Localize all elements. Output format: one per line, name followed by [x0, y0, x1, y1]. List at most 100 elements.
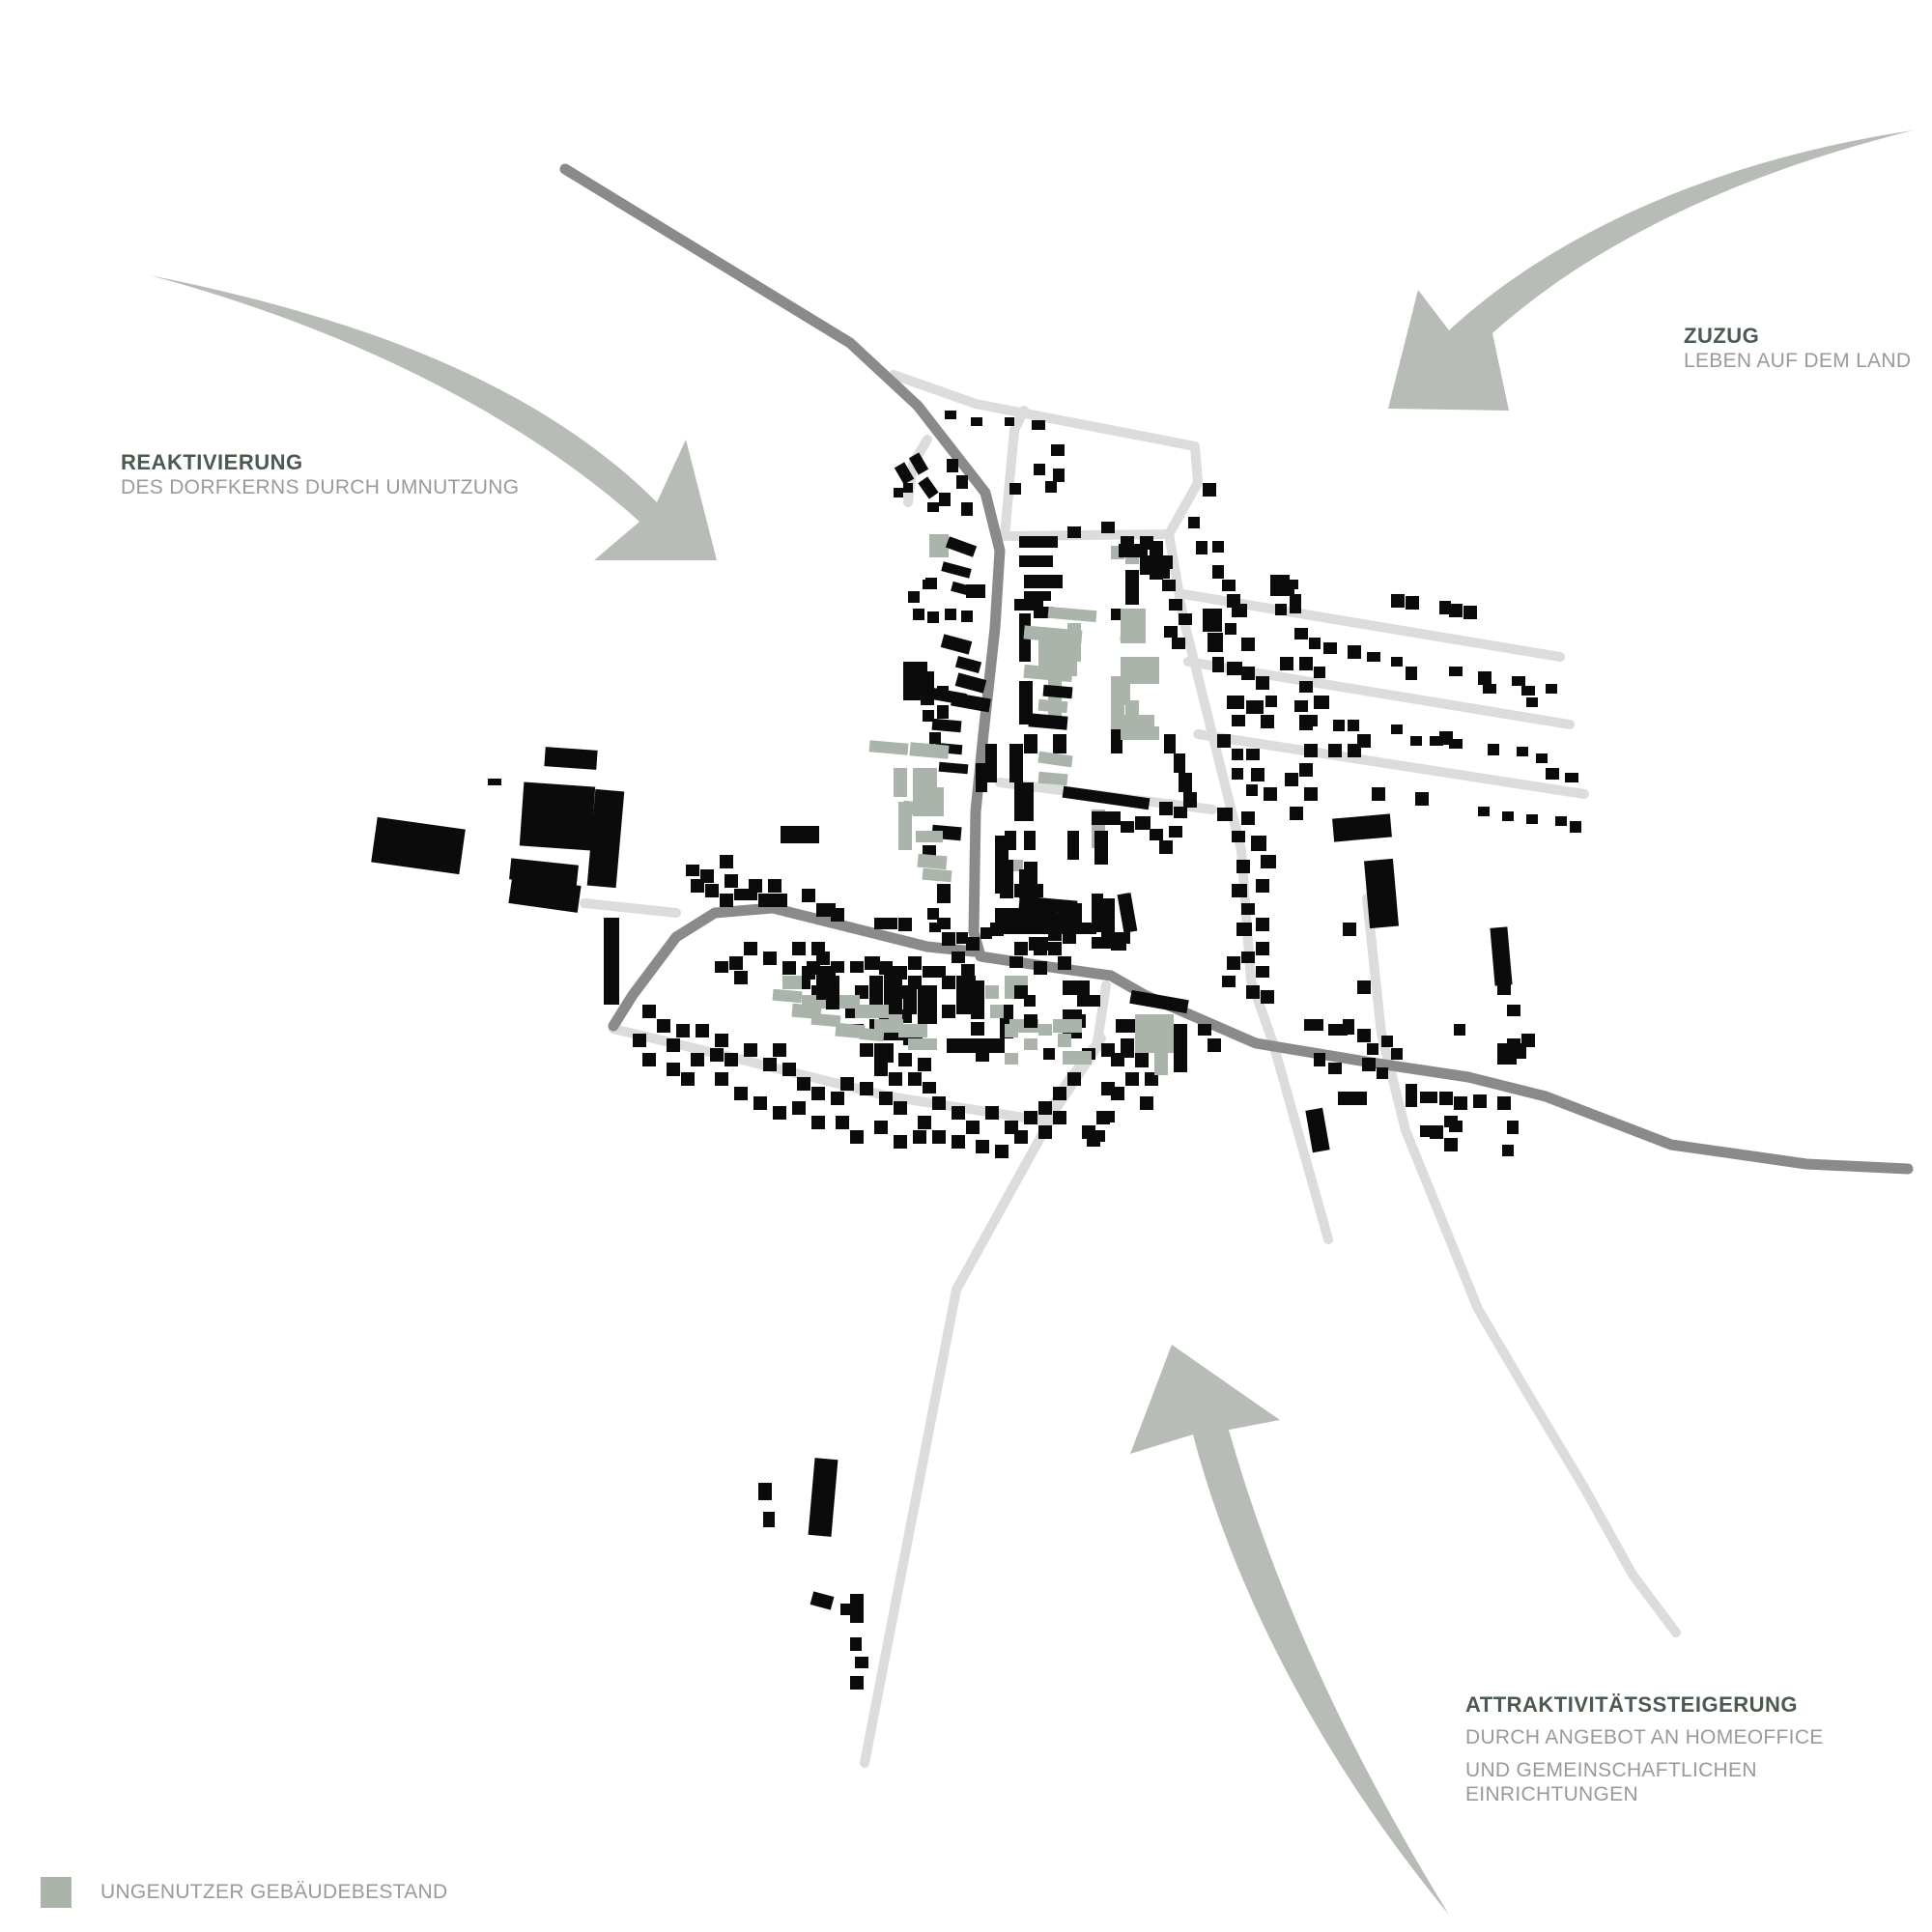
unused-building	[898, 1024, 927, 1037]
building	[1183, 792, 1197, 808]
building	[1067, 831, 1079, 860]
building	[1188, 517, 1200, 528]
building	[952, 952, 965, 963]
unused-building	[855, 1005, 889, 1018]
building	[1063, 932, 1076, 944]
building	[1096, 1111, 1110, 1124]
building	[508, 876, 582, 913]
unused-building	[1058, 1034, 1071, 1047]
building	[1488, 744, 1499, 755]
building	[1502, 1145, 1514, 1156]
building	[1332, 813, 1392, 842]
building	[724, 874, 738, 888]
building	[1236, 923, 1252, 936]
building	[1140, 1096, 1153, 1110]
unused-building	[835, 1022, 866, 1039]
building	[1116, 1019, 1135, 1033]
building	[1280, 657, 1293, 670]
label-zuzug-title: ZUZUG	[1684, 324, 1760, 348]
building	[782, 961, 796, 975]
building	[1053, 1087, 1066, 1100]
unused-building	[1005, 1053, 1018, 1065]
building	[1391, 657, 1403, 667]
building	[1357, 1029, 1371, 1042]
building	[604, 918, 619, 1005]
building	[1246, 784, 1258, 796]
building	[1439, 1092, 1453, 1105]
unused-building	[1063, 1051, 1092, 1065]
building	[898, 1053, 912, 1066]
building	[1038, 1101, 1052, 1115]
building	[715, 961, 728, 973]
building	[1174, 753, 1185, 773]
building	[1473, 1094, 1487, 1108]
building	[874, 918, 897, 929]
building	[1570, 821, 1581, 833]
building	[1101, 898, 1115, 937]
building	[923, 1082, 936, 1094]
building	[758, 894, 787, 907]
building	[850, 1637, 862, 1651]
building	[939, 493, 951, 506]
building	[1299, 681, 1313, 693]
building	[927, 502, 939, 512]
building	[1497, 976, 1511, 995]
minor-road	[1193, 729, 1589, 799]
building	[1246, 985, 1260, 999]
building	[995, 1145, 1009, 1158]
building	[792, 1101, 806, 1115]
building	[860, 1082, 873, 1095]
unused-building	[1154, 1041, 1168, 1075]
unused-building	[922, 867, 952, 883]
building	[1225, 623, 1236, 635]
building	[1236, 860, 1250, 873]
unused-building	[908, 1038, 937, 1050]
building	[952, 1135, 965, 1149]
building	[758, 1483, 772, 1500]
building	[1125, 591, 1139, 605]
building	[1314, 696, 1329, 709]
building	[903, 985, 917, 1014]
unused-building	[1111, 681, 1124, 729]
arrow-reaktivierung	[150, 275, 717, 560]
building	[1005, 417, 1014, 426]
building	[1034, 961, 1047, 975]
unused-building	[810, 1012, 841, 1028]
building	[1256, 879, 1269, 893]
minor-road	[1362, 894, 1681, 1637]
building	[1032, 420, 1045, 430]
building	[1024, 995, 1036, 1007]
building	[1309, 638, 1321, 649]
building	[1024, 575, 1063, 588]
building	[1024, 1111, 1037, 1124]
building	[1338, 1092, 1367, 1105]
label-reaktivierung-title: REAKTIVIERUNG	[121, 450, 303, 474]
building	[1014, 782, 1034, 821]
minor-road	[1005, 529, 1174, 541]
unused-building	[1037, 751, 1073, 768]
building	[908, 591, 920, 603]
building	[810, 1591, 835, 1610]
building	[1406, 596, 1419, 610]
building	[937, 705, 949, 719]
building	[1179, 613, 1192, 625]
building	[1169, 826, 1182, 838]
building	[1490, 926, 1513, 986]
unused-building	[902, 800, 933, 817]
building	[1343, 1019, 1354, 1035]
building	[1067, 526, 1081, 538]
building	[1092, 894, 1103, 932]
building	[1174, 1024, 1187, 1072]
building	[1420, 1092, 1437, 1103]
building	[1264, 787, 1277, 801]
building	[1497, 1096, 1511, 1110]
minor-road	[580, 898, 681, 918]
building	[929, 732, 941, 744]
building	[1478, 807, 1490, 816]
building	[956, 932, 968, 944]
building	[1507, 1005, 1520, 1016]
building	[1507, 1121, 1519, 1134]
building	[966, 1121, 980, 1134]
unused-building	[1125, 700, 1139, 729]
building	[976, 763, 987, 792]
